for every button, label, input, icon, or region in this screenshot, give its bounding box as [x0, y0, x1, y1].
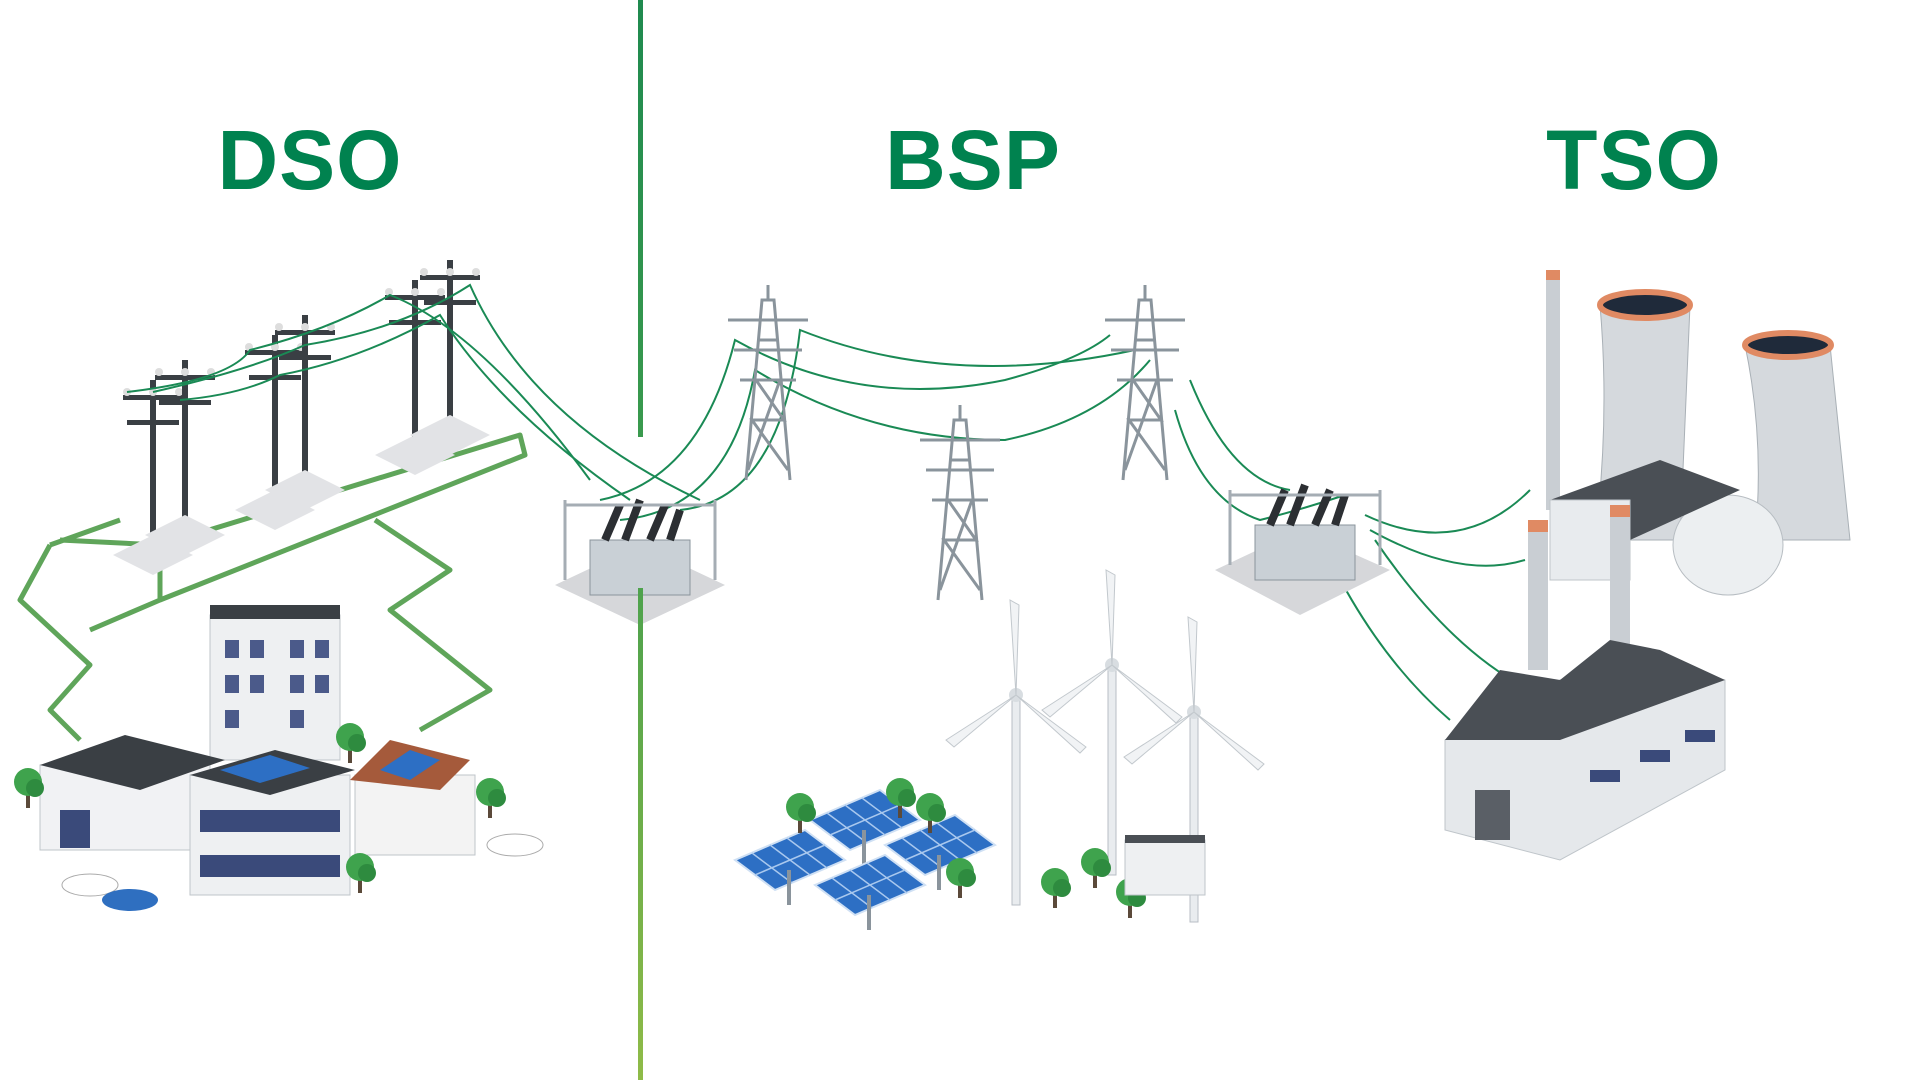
- solar-farm: [734, 778, 996, 931]
- tso-heading: TSO: [1546, 113, 1722, 207]
- transmission-pylon: [726, 283, 810, 482]
- utility-pole: [235, 315, 345, 530]
- wind-turbine: [1041, 569, 1183, 876]
- section-divider: [638, 588, 643, 1080]
- city-buildings: [14, 605, 544, 911]
- power-plant: [1444, 270, 1851, 861]
- bsp-heading: BSP: [885, 113, 1061, 207]
- distribution-circuit: [17, 432, 528, 742]
- transmission-pylon: [1103, 283, 1187, 482]
- section-divider: [638, 0, 643, 437]
- electric-car: [61, 833, 544, 911]
- trees: [1041, 835, 1206, 918]
- substation-left: [555, 498, 725, 625]
- substation-right: [1215, 483, 1390, 615]
- wind-turbine: [945, 599, 1087, 906]
- dso-heading: DSO: [217, 113, 403, 207]
